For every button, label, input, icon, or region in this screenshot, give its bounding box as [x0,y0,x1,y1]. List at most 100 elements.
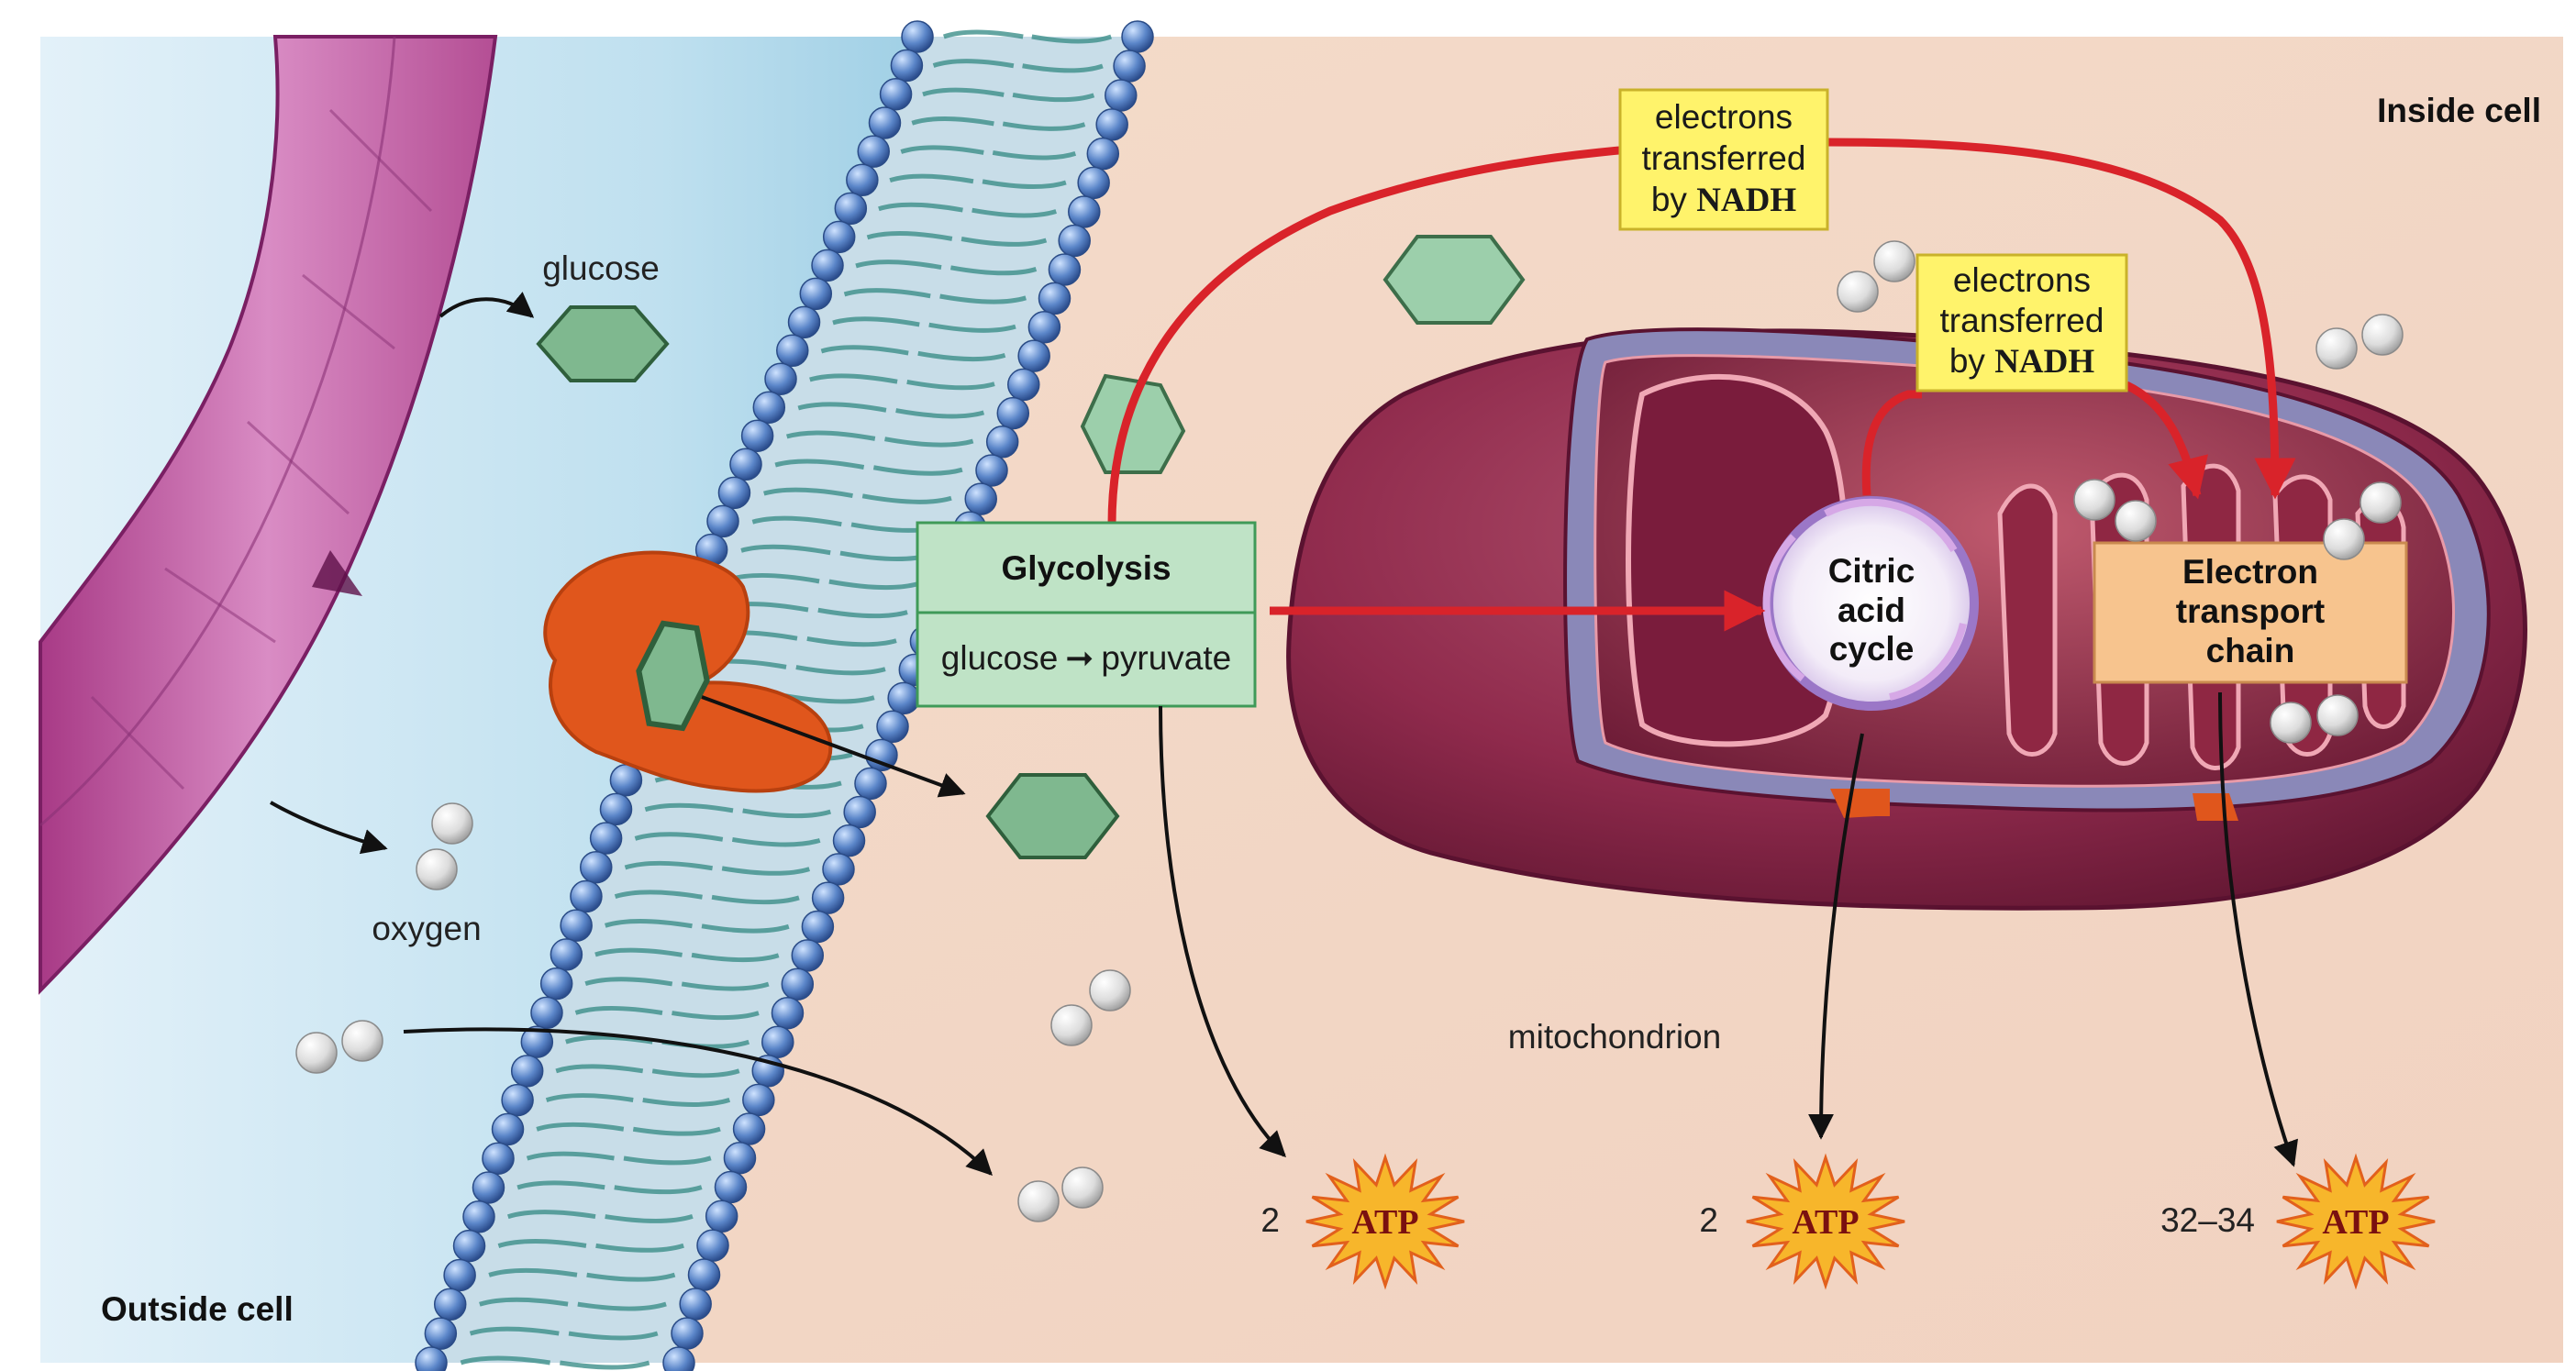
oxygen-label: oxygen [372,910,481,947]
phospholipid-head [879,77,913,111]
lipid-tail [906,379,995,391]
nadh-mid-line1: electrons [1953,261,2091,299]
lipid-tail [594,947,683,957]
phospholipid-head [964,482,997,515]
nadh-label-top: electrons transferred by NADH [1618,88,1829,231]
glycolysis-box: Glycolysis glucose➞pyruvate [916,521,1257,708]
phospholipid-head [868,106,902,139]
lipid-tail [820,345,909,356]
phospholipid-head [415,1346,448,1371]
phospholipid-head [887,681,920,715]
lipid-tail [911,116,994,127]
atp-starburst-1 [1746,1153,1905,1290]
nadh-label-mid: electrons transferred by NADH [1915,253,2128,393]
phospholipid-head [801,910,835,944]
lipid-tail [469,1326,560,1336]
lipid-tail [795,665,886,676]
lipid-tail [939,293,1027,304]
lipid-tail [982,179,1067,190]
electron-transport-chain-box: Electron transport chain [2093,541,2408,684]
lipid-tail [555,1064,644,1074]
glycolysis-reaction: glucose➞pyruvate [941,639,1231,677]
lipid-tail [488,1267,578,1277]
lipid-tail [960,237,1048,247]
lipid-tail [866,230,953,241]
phospholipid-head [740,419,774,452]
phospholipid-head [462,1200,495,1233]
lipid-tail [809,373,898,384]
lipid-tail [884,437,974,448]
atp-label-glycolysis: ATP [1351,1203,1418,1242]
phospholipid-head [764,362,797,396]
phospholipid-head [424,1317,458,1350]
lipid-tail [797,402,887,413]
glucose-molecule-cytoplasm-1 [1080,373,1186,474]
phospholipid-head [589,822,623,855]
phospholipid-head [822,220,856,254]
phospholipid-head [811,881,845,914]
phospholipid-head [985,426,1019,459]
lipid-tail [855,260,942,271]
lipid-tail [634,832,724,842]
phospholipid-head [662,1346,695,1371]
phospholipid-head [1095,108,1128,141]
phospholipid-head [834,192,868,226]
lipid-tail [604,919,693,929]
phospholipid-head [843,795,876,829]
phospholipid-head [776,334,809,368]
phospholipid-head [890,49,924,83]
lipid-tail [742,808,832,819]
phospholipid-head [443,1258,476,1292]
lipid-tail [922,87,1005,97]
phospholipid-head [714,1170,748,1204]
phospholipid-head [781,967,815,1001]
phospholipid-head [1048,253,1082,286]
phospholipid-head [599,792,633,826]
lipid-tail [516,1180,605,1190]
phospholipid-head [732,1112,766,1145]
phospholipid-head [560,909,593,942]
nadh-mid-line3: by NADH [1949,342,2095,381]
lipid-tail [1002,121,1086,131]
phospholipid-head [857,135,890,168]
phospholipid-head [742,1083,775,1117]
phospholipid-head [482,1142,515,1175]
phospholipid-head [799,277,833,311]
blood-vessel [39,35,498,995]
black-arrows [270,292,2298,1176]
lipid-tail [751,515,842,527]
lipid-tail [721,866,811,876]
phospholipid-head [846,163,879,197]
phospholipid-head [787,305,821,339]
phospholipid-head [901,20,934,53]
atp-stars [1305,1153,2436,1290]
phospholipid-head [1068,195,1101,228]
phospholipid-head [1086,137,1120,171]
lipid-tail [644,802,734,813]
phospholipid-head [433,1288,467,1321]
phospholipid-head [822,853,855,886]
glucose-molecule-transporter [636,620,710,732]
phospholipid-head [687,1258,721,1291]
lipid-tail [817,607,908,619]
citric-acid-cycle-line1: Citric [1828,552,1915,590]
nadh-mid-line2: transferred [1940,302,2104,339]
lipid-tail [632,1126,721,1136]
atp-label-citric: ATP [1792,1203,1859,1242]
phospholipid-head [854,767,887,801]
lipid-tail [614,1185,703,1195]
atp-label-etc: ATP [2322,1203,2389,1242]
lipid-tail [1031,34,1113,44]
phospholipid-head [832,824,866,857]
phospholipid-head [761,1025,794,1058]
etc-line3: chain [2206,632,2295,669]
lipid-tail [526,1151,615,1161]
lipid-tail [642,1098,731,1107]
nadh-mid-by: by [1949,342,1994,380]
outside-cell-label: Outside cell [101,1290,294,1328]
lipid-tail [785,430,876,441]
lipid-tail [560,1360,650,1370]
etc-line1: Electron [2182,553,2318,591]
lipid-tail [506,1210,596,1220]
